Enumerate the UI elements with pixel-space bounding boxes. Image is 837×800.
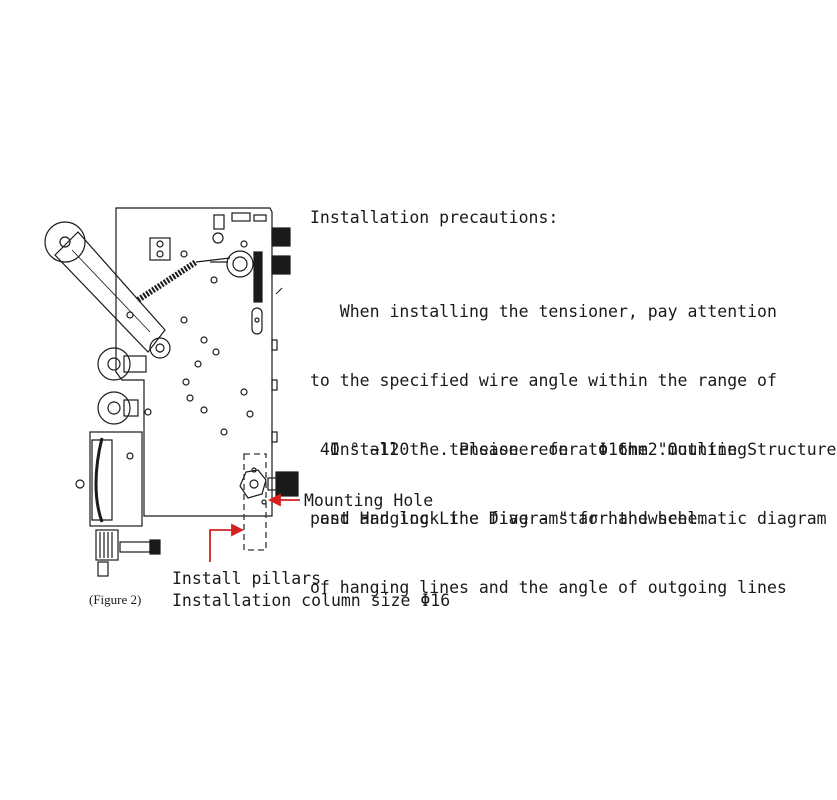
lower-guide-frame	[89, 431, 143, 527]
precautions-paragraph-2: Install the tensioner on a Φ16mm2.mounti…	[310, 392, 747, 553]
tension-disk	[226, 250, 254, 278]
adjust-knob-1	[271, 227, 291, 247]
swing-arm	[54, 231, 166, 353]
adjust-screw	[119, 541, 151, 553]
adjust-knob-2	[271, 255, 291, 275]
column-size-label: Installation column size Φ16	[172, 591, 451, 610]
main-plate	[115, 207, 273, 517]
precautions-paragraph-1: When installing the tensioner, pay atten…	[310, 254, 837, 622]
mounting-hole-dot	[251, 467, 257, 473]
bracket	[149, 237, 171, 261]
paragraph-line: 40 ° ~120 ° . Please refer to the "Outli…	[310, 440, 837, 459]
pillar-arrow	[209, 529, 236, 562]
paragraph-line: When installing the tensioner, pay atten…	[310, 302, 777, 321]
paragraph-line: post and lock the five - star handwheel.	[310, 509, 708, 528]
star-handwheel	[239, 469, 267, 499]
paragraph-line: to the specified wire angle within the r…	[310, 371, 777, 390]
paragraph-line: and Hanging Line Diagram" for the schema…	[310, 509, 827, 528]
precautions-title: Installation precautions:	[310, 208, 559, 227]
tension-spring	[136, 259, 198, 303]
vertical-spring	[253, 251, 263, 303]
guide-pulley-top	[44, 221, 86, 263]
mounting-hole-label: Mounting Hole	[304, 491, 434, 510]
pulley-lower	[97, 391, 131, 425]
paragraph-line: Install the tensioner on a Φ16mm2.mounti…	[310, 440, 748, 459]
install-pillars-label: Install pillars	[172, 569, 322, 588]
handwheel-knob	[275, 471, 299, 497]
pulley-middle	[97, 347, 131, 381]
paragraph-line: of hanging lines and the angle of outgoi…	[310, 578, 787, 597]
figure-caption: (Figure 2)	[89, 592, 142, 607]
arm-pivot	[149, 337, 171, 359]
install-pillar-outline	[243, 453, 267, 551]
tensioner-diagram	[44, 207, 300, 577]
